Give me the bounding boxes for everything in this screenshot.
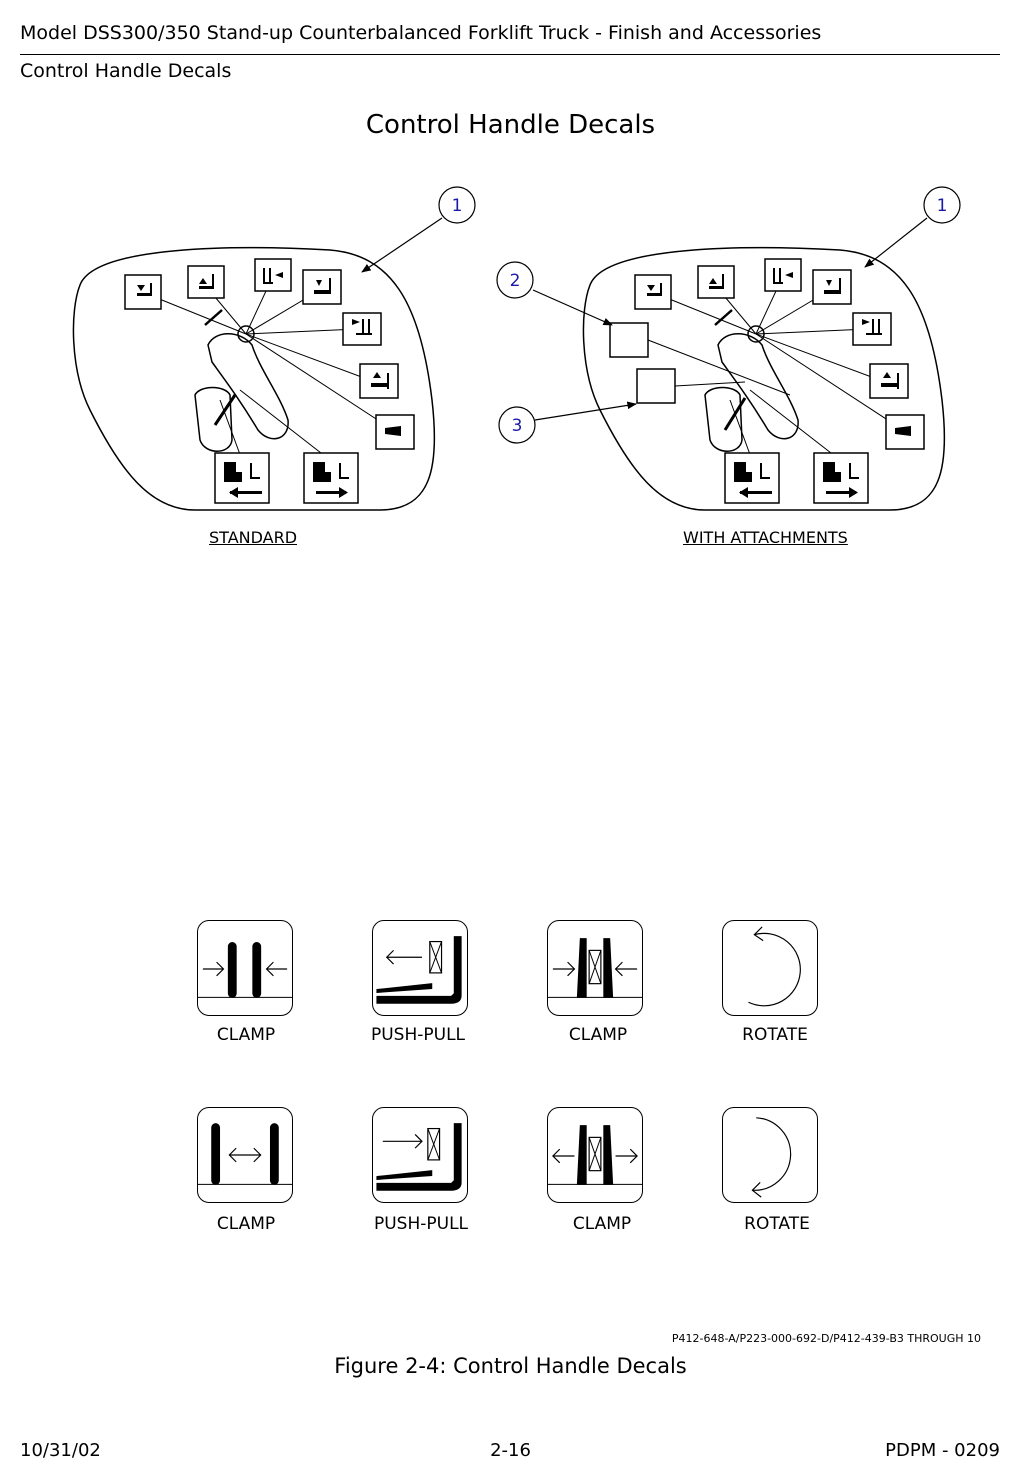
footer-page-number: 2-16 bbox=[490, 1440, 531, 1461]
control-handle-diagram: 1 1 2 3 bbox=[72, 186, 961, 511]
clamp-load-out-icon bbox=[547, 1107, 643, 1203]
header-rule bbox=[20, 54, 1000, 55]
rotate-cw-icon bbox=[722, 1107, 818, 1203]
callout-1-standard-label: 1 bbox=[452, 196, 463, 216]
figure-caption: Figure 2-4: Control Handle Decals bbox=[334, 1354, 687, 1378]
decal-label-push-pull-in: PUSH-PULL bbox=[370, 1025, 466, 1045]
attachments-caption: WITH ATTACHMENTS bbox=[683, 528, 848, 547]
callout-1-standard bbox=[438, 186, 476, 224]
callout-3-label: 3 bbox=[512, 416, 523, 436]
document-header-title: Model DSS300/350 Stand-up Counterbalance… bbox=[20, 22, 822, 44]
callout-2 bbox=[496, 261, 534, 299]
footer-doc-id: PDPM - 0209 bbox=[885, 1440, 1000, 1461]
callout-3 bbox=[498, 406, 536, 444]
drawing-reference: P412-648-A/P223-000-692-D/P412-439-B3 TH… bbox=[671, 1332, 981, 1345]
standard-decal-glyphs bbox=[137, 268, 401, 498]
decal-label-clamp-in: CLAMP bbox=[216, 1025, 276, 1045]
standard-handle-drawing bbox=[72, 247, 436, 511]
push-pull-in-icon bbox=[372, 920, 468, 1016]
decal-label-push-pull-out: PUSH-PULL bbox=[373, 1214, 469, 1234]
attachment-handle-drawing bbox=[582, 247, 946, 511]
clamp-load-in-icon bbox=[547, 920, 643, 1016]
rotate-ccw-icon bbox=[722, 920, 818, 1016]
attachment-decal-glyphs bbox=[647, 268, 911, 498]
figure-title: Control Handle Decals bbox=[365, 110, 656, 140]
footer-date: 10/31/02 bbox=[20, 1440, 101, 1461]
decal-label-rotate-ccw: ROTATE bbox=[742, 1025, 808, 1045]
document-section-title: Control Handle Decals bbox=[20, 60, 232, 82]
clamp-out-icon bbox=[197, 1107, 293, 1203]
decal-label-rotate-cw: ROTATE bbox=[744, 1214, 810, 1234]
clamp-in-icon bbox=[197, 920, 293, 1016]
decal-label-clamp-load-in: CLAMP bbox=[568, 1025, 628, 1045]
decal-label-clamp-load-out: CLAMP bbox=[572, 1214, 632, 1234]
callout-leaders bbox=[361, 217, 928, 421]
standard-caption: STANDARD bbox=[209, 528, 298, 547]
callout-2-label: 2 bbox=[510, 271, 521, 291]
push-pull-out-icon bbox=[372, 1107, 468, 1203]
decal-label-clamp-out: CLAMP bbox=[216, 1214, 276, 1234]
callout-1-attachments bbox=[923, 186, 961, 224]
callout-1-attachments-label: 1 bbox=[937, 196, 948, 216]
